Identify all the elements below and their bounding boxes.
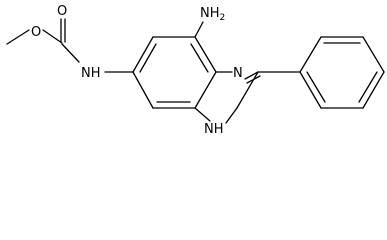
bond-ph-6: [299, 71, 322, 109]
bond-ph-6-inner: [306, 71, 326, 103]
atom-nh2: NH2: [200, 6, 225, 23]
atom-nh-ring: NH: [204, 122, 224, 137]
bond-c-nh: [61, 43, 80, 63]
molecule-diagram: O O NH NH2 N NH: [6, 4, 385, 137]
structure-drawing: O O NH NH2 N NH: [6, 4, 385, 137]
bonds: [6, 18, 385, 124]
bond-benzo-4: [194, 71, 217, 109]
bond-methyl-o: [6, 29, 30, 45]
atom-o-carbonyl: O: [57, 4, 67, 19]
bond-ph-4-inner: [358, 71, 378, 103]
atom-n-ring: N: [233, 66, 243, 81]
bond-o-carbonyl-c: [42, 29, 63, 44]
bond-nh-c8a: [194, 107, 211, 122]
bond-c2-nh: [225, 107, 238, 124]
atom-nh-carbamate: NH: [81, 66, 101, 81]
bond-benzo-3: [194, 36, 217, 73]
bond-benzo-1-inner: [139, 43, 157, 73]
atom-o-ester: O: [31, 25, 41, 40]
atom-labels: O O NH NH2 N NH: [31, 4, 243, 137]
bond-c8-nh2: [194, 21, 204, 38]
bond-benzo-6: [132, 71, 154, 109]
bond-c3-c2: [236, 71, 259, 109]
bond-benzo-3-inner: [190, 43, 209, 73]
bond-benzo-1: [132, 36, 154, 73]
bond-ph-4: [362, 71, 385, 109]
bond-ph-3: [362, 36, 385, 73]
bond-n-c3-a: [244, 71, 259, 80]
bond-ph-1: [299, 36, 322, 73]
